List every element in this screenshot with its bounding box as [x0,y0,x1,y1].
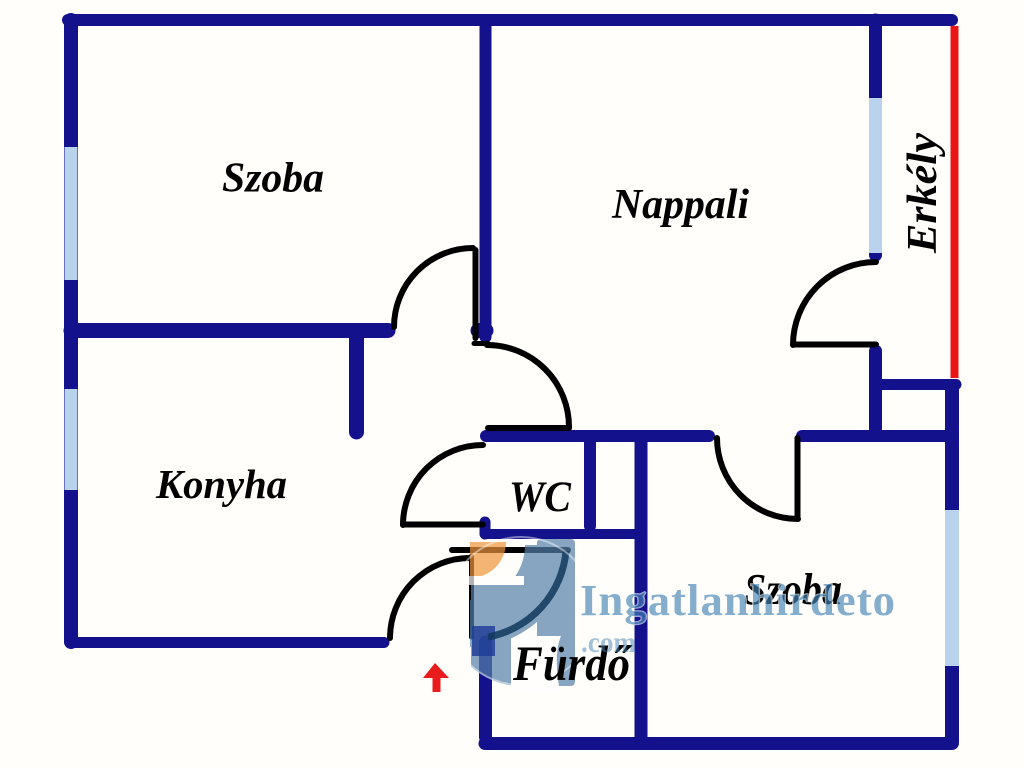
svg-text:Erkély: Erkély [900,133,946,254]
svg-text:Ingatlanhirdeto: Ingatlanhirdeto [580,576,896,625]
svg-text:Nappali: Nappali [611,182,749,228]
svg-text:Szoba: Szoba [222,156,324,202]
svg-text:.com: .com [581,626,636,659]
svg-text:Szoba: Szoba [744,565,842,614]
svg-text:WC: WC [509,474,572,521]
svg-text:Konyha: Konyha [155,461,287,507]
svg-text:Fürdő: Fürdő [512,635,633,691]
